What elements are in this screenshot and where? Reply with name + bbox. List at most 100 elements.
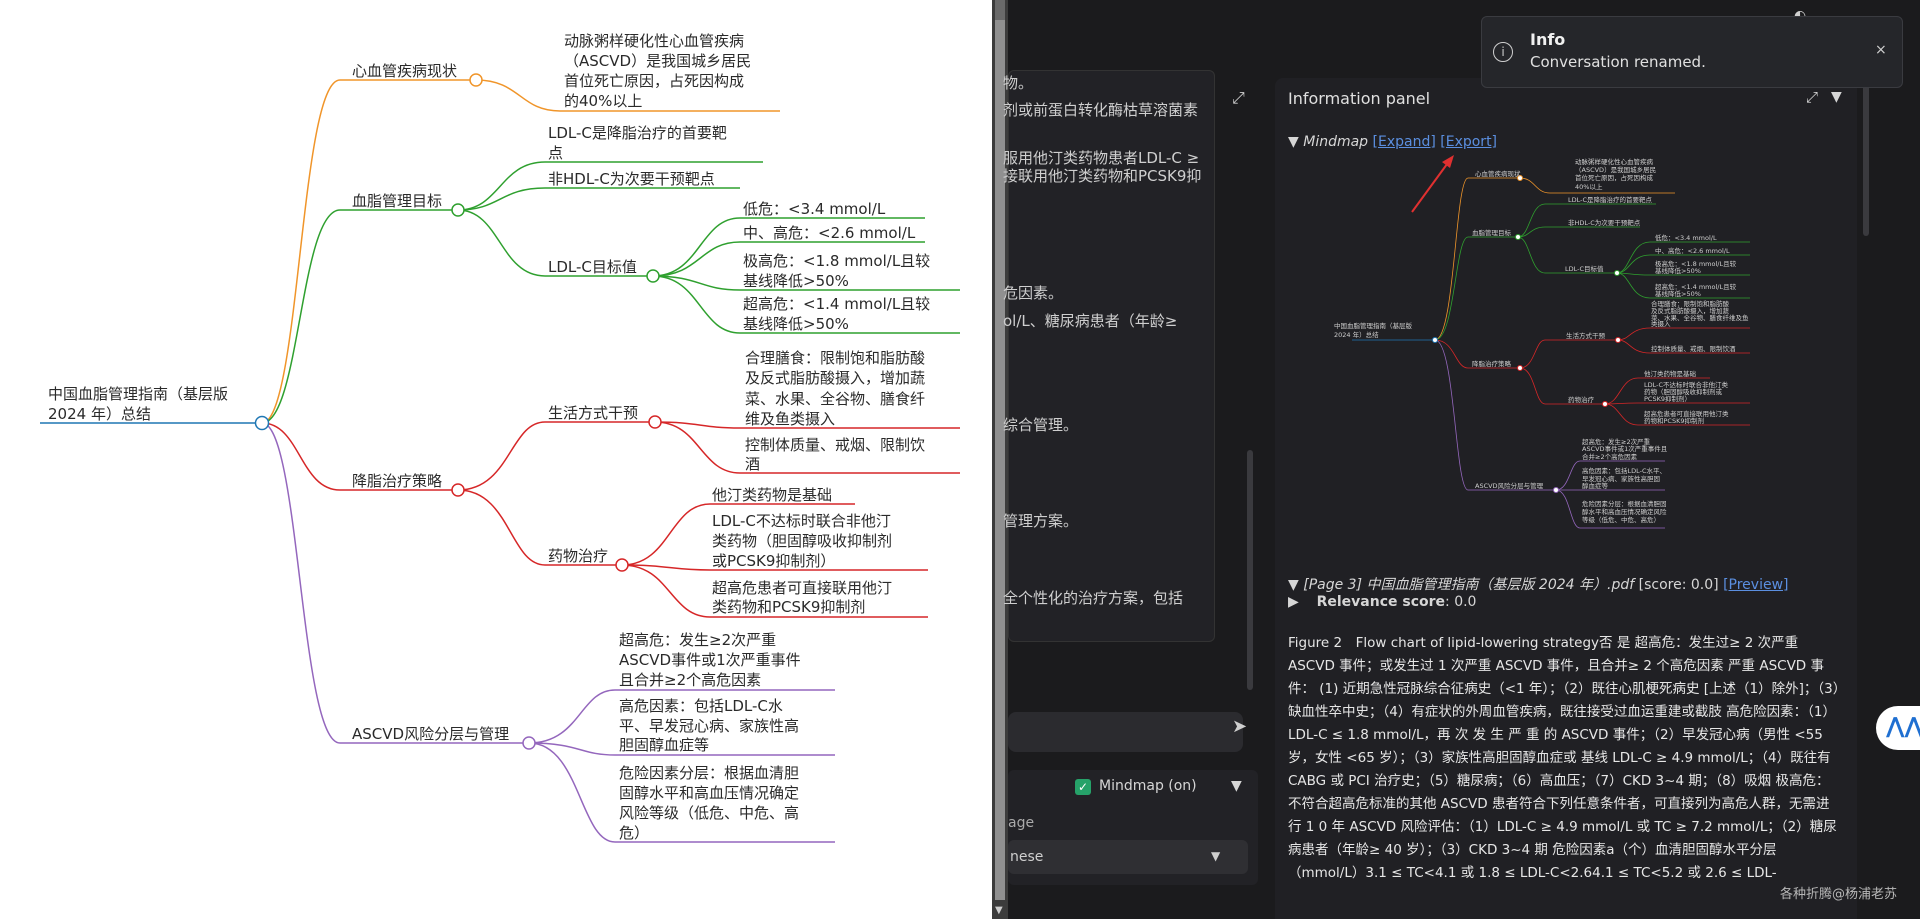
mini-d2: LDL-C不达标时联合非他汀类 [1644, 380, 1729, 389]
toast-title: Info [1530, 30, 1566, 49]
mini-d1: 他汀类药物是基础 [1644, 369, 1697, 378]
mini-d3: 超高危患者可直接联用他汀类 [1644, 409, 1729, 418]
mini-drug: 药物治疗 [1568, 395, 1595, 404]
lifestyle-leaf-2b: 酒 [745, 455, 760, 473]
branch-cardio[interactable]: 心血管疾病现状 [352, 62, 457, 80]
chat-line: 接联用他汀类药物和PCSK9抑 [1003, 167, 1202, 185]
chat-line: 综合管理。 [1003, 416, 1079, 434]
app-logo[interactable]: ⋀⋀ [1876, 706, 1920, 750]
ldl-target-node[interactable]: LDL-C目标值 [548, 258, 637, 276]
mini-cardio-leaf: 首位死亡原因，占死因构成 [1575, 173, 1654, 182]
relevance-row: ▶ Relevance score: 0.0 [1288, 594, 1476, 610]
chevron-down-icon[interactable]: ▼ [1211, 849, 1221, 863]
target-low: 低危：<3.4 mmol/L [743, 200, 886, 218]
chat-line: 危因素。 [1003, 284, 1064, 302]
mindmap-checkbox[interactable]: ✓ [1075, 779, 1091, 795]
lipid-leaf-2: 非HDL-C为次要干预靶点 [548, 170, 715, 188]
chat-line: 剂或前蛋白转化酶枯草溶菌素 [1003, 101, 1199, 119]
mini-t4b: 基线降低>50% [1655, 289, 1701, 298]
mini-a2: 高危因素：包括LDL-C水平、 [1582, 466, 1666, 475]
lifestyle-leaf-1b: 及反式脂肪酸摄入，增加蔬 [745, 369, 925, 387]
source-excerpt: Figure 2 Flow chart of lipid-lowering st… [1288, 635, 1840, 881]
chat-input[interactable] [1008, 712, 1243, 752]
info-scrollbar[interactable] [1863, 80, 1869, 236]
language-select[interactable] [1008, 840, 1248, 874]
lifestyle-leaf-1a: 合理膳食：限制饱和脂肪酸 [745, 349, 925, 367]
target-veryhigh-a: 极高危：<1.8 mmol/L且较 [743, 252, 930, 270]
branch-strategy[interactable]: 降脂治疗策略 [352, 472, 442, 490]
mindmap-toggle-label[interactable]: Mindmap (on) [1099, 778, 1197, 794]
branch-lipid[interactable]: 血脂管理目标 [352, 192, 442, 210]
mini-t3a: 极高危：<1.8 mmol/L且较 [1655, 259, 1737, 268]
chat-line: 全个性化的治疗方案，包括 [1003, 589, 1184, 607]
cardio-leaf-1: 动脉粥样硬化性心血管疾病 [564, 32, 744, 50]
mini-lipid: 血脂管理目标 [1472, 228, 1512, 237]
cardio-leaf-3: 首位死亡原因，占死因构成 [564, 72, 744, 90]
source-page-ref: [Page 3] 中国血脂管理指南（基层版 2024 年）.pdf [1303, 577, 1635, 593]
lifestyle-leaf-2a: 控制体质量、戒烟、限制饮 [745, 436, 925, 454]
mindmap-scrollbar[interactable]: ▼ [992, 0, 1008, 919]
mini-d2: 药物（胆固醇吸收抑制剂或 [1644, 387, 1723, 396]
mini-a3: 危险因素分层：根据血清胆固 [1582, 499, 1667, 508]
cardio-leaf-2: （ASCVD）是我国城乡居民 [564, 52, 751, 70]
mini-d3: 药物和PCSK9抑制剂 [1644, 416, 1704, 425]
relevance-label: Relevance score [1316, 594, 1446, 610]
mini-cardio: 心血管疾病现状 [1475, 169, 1521, 178]
mini-a2: 早发冠心病、家族性高胆固 [1582, 474, 1660, 483]
mini-ldl: LDL-C目标值 [1565, 264, 1604, 273]
expand-link[interactable]: [Expand] [1372, 134, 1436, 150]
triangle-down-icon[interactable]: ▼ [1288, 134, 1299, 150]
lifestyle-node[interactable]: 生活方式干预 [548, 404, 638, 422]
mini-root-a: 中国血脂管理指南（基层版 [1334, 321, 1413, 330]
ascvd-leaf-1b: ASCVD事件或1次严重事件 [619, 651, 801, 669]
mini-a3: 等级（低危、中危、高危） [1582, 515, 1660, 524]
target-veryhigh-b: 基线降低>50% [743, 272, 849, 290]
expand-icon[interactable]: ⤢ [1232, 88, 1245, 107]
chat-scrollbar[interactable] [1247, 450, 1253, 690]
lifestyle-leaf-1d: 维及鱼类摄入 [745, 410, 835, 428]
expand-icon[interactable]: ⤢ [1806, 88, 1819, 106]
mini-mindmap[interactable]: 中国血脂管理指南（基层版 2024 年）总结 心血管疾病现状 动脉粥样硬化性心血… [1320, 150, 1750, 550]
mini-lipid-l1: LDL-C是降脂治疗的首要靶点 [1568, 195, 1653, 204]
chevron-down-icon[interactable]: ▼ [1831, 89, 1842, 105]
logo-icon: ⋀⋀ [1886, 714, 1920, 739]
mini-a2: 醇血症等 [1582, 481, 1609, 490]
mini-l1: 合理膳食：限制饱和脂肪酸 [1651, 299, 1730, 308]
relevance-value: : 0.0 [1445, 594, 1477, 610]
mini-t3b: 基线降低>50% [1655, 266, 1701, 275]
language-label: age [1008, 815, 1035, 831]
drug-leaf-2c: 或PCSK9抑制剂） [712, 552, 835, 570]
mini-l2: 控制体质量、戒烟、限制饮酒 [1651, 344, 1736, 353]
preview-link[interactable]: [Preview] [1723, 577, 1789, 593]
ascvd-leaf-1a: 超高危：发生≥2次严重 [619, 631, 776, 649]
info-icon: i [1493, 42, 1513, 62]
triangle-right-icon[interactable]: ▶ [1288, 594, 1299, 610]
triangle-down-icon[interactable]: ▼ [1288, 577, 1299, 593]
mini-cardio-leaf: 40%以上 [1575, 182, 1603, 191]
ascvd-leaf-3c: 风险等级（低危、中危、高 [619, 804, 799, 822]
scroll-down-icon[interactable]: ▼ [995, 905, 1003, 916]
mini-strategy: 降脂治疗策略 [1472, 359, 1512, 368]
ascvd-leaf-3d: 危） [619, 824, 649, 842]
lifestyle-leaf-1c: 菜、水果、全谷物、膳食纤 [745, 390, 925, 408]
target-extreme-b: 基线降低>50% [743, 315, 849, 333]
watermark: 各种折腾@杨浦老苏 [1780, 887, 1898, 902]
close-icon[interactable]: × [1875, 42, 1887, 58]
ascvd-leaf-2b: 平、早发冠心病、家族性高 [619, 717, 799, 735]
drug-node[interactable]: 药物治疗 [548, 547, 608, 565]
chat-line: 物。 [1003, 74, 1034, 92]
mini-a1: 超高危：发生≥2次严重 [1582, 437, 1651, 446]
mini-cardio-leaf: （ASCVD）是我国城乡居民 [1575, 165, 1656, 174]
send-button[interactable]: ➤ [1232, 716, 1248, 737]
export-link[interactable]: [Export] [1440, 134, 1498, 150]
lipid-leaf-1a: LDL-C是降脂治疗的首要靶 [548, 124, 727, 142]
toast-notification [1481, 16, 1903, 88]
chevron-down-icon[interactable]: ▼ [1231, 778, 1242, 794]
branch-ascvd[interactable]: ASCVD风险分层与管理 [352, 725, 509, 743]
mini-l1: 及反式脂肪酸摄入，增加蔬 [1651, 306, 1730, 315]
drug-leaf-2a: LDL-C不达标时联合非他汀 [712, 512, 891, 530]
mindmap-section-label: Mindmap [1303, 134, 1369, 150]
